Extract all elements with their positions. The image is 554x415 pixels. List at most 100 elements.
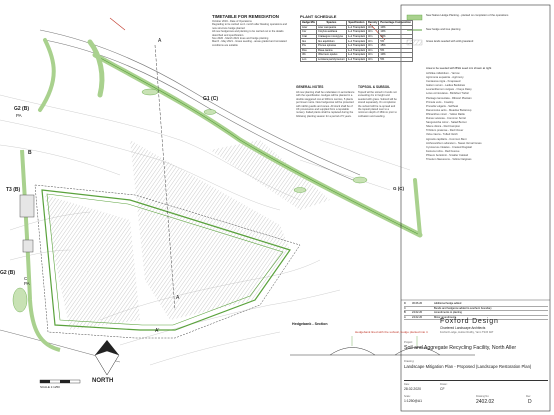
- tree-clumps: [12, 88, 368, 313]
- timetable-line: All new hedgerows and planting to be car…: [212, 30, 284, 37]
- legend-hedge: New Native Hedge Planting - planted on c…: [426, 14, 509, 17]
- label-pa-top: PA: [16, 113, 22, 118]
- list-item: Centaurea nigra - Knapweed: [426, 80, 461, 84]
- list-item: Silene dioica - Red Campion: [426, 125, 461, 129]
- list-item: Trisetum flavescens - Yellow Oatgrass: [426, 157, 472, 161]
- list-item: Festuca rubra - Red Fescue: [426, 149, 460, 153]
- legend-grassland: Grass lands seeded with wild grassland: [426, 40, 474, 43]
- list-item: Galium verum - Ladies Bedstraw: [426, 84, 465, 88]
- label-north: NORTH: [92, 378, 114, 384]
- revision-desc: Bunds and hedgerow added to southern bou…: [434, 306, 492, 310]
- timetable-body: October 2019 - Date of Operations Regrad…: [212, 20, 292, 60]
- grassland-seeded-area: [45, 140, 330, 330]
- native-hedge-strip: [38, 38, 423, 238]
- drawing-number: 2402.02: [476, 399, 495, 405]
- timetable-line: Regrading to be carried out 1 month afte…: [212, 23, 287, 30]
- label-a-top: A: [158, 38, 162, 44]
- schedule-cell: 3/m: [366, 56, 380, 63]
- revision-row: B 24.02.20 Amendments to planting: [404, 311, 548, 316]
- scale-value: 1:1250@A1: [404, 399, 422, 403]
- firm-subtitle: Chartered Landscape Architects: [440, 326, 486, 330]
- timetable-title: TIMETABLE FOR REMEDIATION: [212, 14, 279, 19]
- list-item: Lotus corniculatus - Birdsfoot Trefoil: [426, 92, 469, 96]
- list-item: Ranunculus acris - Meadow Buttercup: [426, 108, 472, 112]
- titleblock-grid: Date: 28.02.2020 Drawn: CF Scale: 1:1250…: [404, 380, 548, 409]
- plant-schedule-title: PLANT SCHEDULE: [300, 14, 337, 19]
- label-a-bottom: A': [155, 328, 160, 334]
- list-item: Trifolium pratense - Red Clover: [426, 129, 464, 133]
- list-item: Agrimonia eupatoria - Agrimony: [426, 76, 464, 80]
- revision-label: Rev:: [526, 395, 531, 398]
- drawn-label: Drawn:: [440, 383, 448, 386]
- list-item: Plantago lanceolata - Ribwort Plantain: [426, 96, 472, 100]
- list-item: Prunella vulgaris - Selfheal: [426, 104, 458, 108]
- timetable-line: October 2019 - Date of Operations: [212, 20, 252, 23]
- site-boundary-dash: [34, 184, 301, 339]
- label-scale: SCALE 1:1250: [40, 385, 60, 389]
- schedule-cell: 1+1 Transplant: [345, 56, 368, 63]
- list-item: Primula veris - Cowslip: [426, 100, 454, 104]
- topsoil-notes-title: TOPSOIL & SUBSOIL: [358, 85, 391, 89]
- schedule-cell: 5%: [378, 56, 413, 63]
- date-value: 28.02.2020: [404, 387, 421, 391]
- project-name: Soil and Aggregate Recycling Facility, N…: [404, 345, 517, 351]
- revision-date: 24.02.20: [412, 315, 423, 319]
- label-g2b-left: G2 (B): [0, 270, 15, 276]
- label-g2b-top: G2 (B): [14, 106, 29, 112]
- schedule-cell: Lon: [300, 56, 317, 63]
- revision-rev: C: [404, 306, 406, 310]
- drawn-value: CF: [440, 387, 445, 391]
- list-item: Sanguisorba minor - Salad Burnet: [426, 121, 467, 125]
- timetable-line: March - May 2021 - Grass seeding - areas…: [212, 40, 287, 47]
- list-item: Cynosurus cristatus - Crested Dogstail: [426, 145, 472, 149]
- list-item: Vicia cracca - Tufted Vetch: [426, 133, 458, 137]
- scale-label: Scale:: [404, 395, 411, 398]
- firm-name: Foxford Design: [440, 318, 499, 325]
- list-item: Anthoxanthum odoratum - Sweet Vernal Gra…: [426, 141, 482, 145]
- section-line: [154, 44, 176, 311]
- label-g1c-right: G (C): [393, 186, 404, 191]
- revision-desc: Additional hedge added: [434, 302, 462, 305]
- list-item: Agrostis capillaris - Common Bent: [426, 137, 467, 141]
- section-note: Hedgebank lined with the subsoil, hedge …: [355, 330, 428, 334]
- hedgebank-section: [290, 336, 475, 356]
- timetable-line: Nov 2020 - March 2021 trees and hedge pl…: [212, 37, 269, 41]
- revision-rev: A: [404, 315, 406, 319]
- revision-rev: B: [404, 311, 406, 315]
- project-label: Project:: [404, 341, 413, 344]
- label-t3b: T3 (B): [6, 187, 21, 193]
- list-item: Rumex acetosa - Common Sorrel: [426, 117, 466, 121]
- section-title: Hedgebank - Section: [292, 322, 328, 326]
- revision-date: 30.06.20: [412, 302, 423, 305]
- scale-bar: [39, 379, 81, 384]
- label-g1c: G1 (C): [203, 96, 218, 102]
- revision-value: D: [528, 399, 532, 405]
- drawing-label: Drawing:: [404, 360, 415, 363]
- date-label: Date:: [404, 383, 410, 386]
- revision-date: 24.02.20: [412, 311, 423, 315]
- list-item: Achillea millefolium - Yarrow: [426, 72, 460, 75]
- list-item: Phleum bertolonii - Smaller Catstail: [426, 153, 468, 157]
- revision-row: C Bunds and hedgerow added to southern bo…: [404, 307, 548, 312]
- drawing-number-label: Drawing No:: [476, 395, 490, 398]
- revision-date: [412, 307, 434, 311]
- label-c-pa: C PA: [24, 276, 30, 286]
- species-list-title: Area to be seeded with BSH seed mix show…: [426, 66, 492, 70]
- legend-new-hedge: New hedge and tree planting: [426, 28, 461, 31]
- general-notes-title: GENERAL NOTES: [296, 85, 324, 89]
- buildings: [19, 194, 35, 253]
- schedule-cell: Lonicera periclymenum: [315, 56, 347, 63]
- revision-rev: D: [404, 302, 406, 305]
- revision-desc: Amendments to planting: [434, 311, 462, 315]
- new-hedge-boundary: [41, 189, 291, 331]
- north-arrow-icon: [94, 340, 120, 376]
